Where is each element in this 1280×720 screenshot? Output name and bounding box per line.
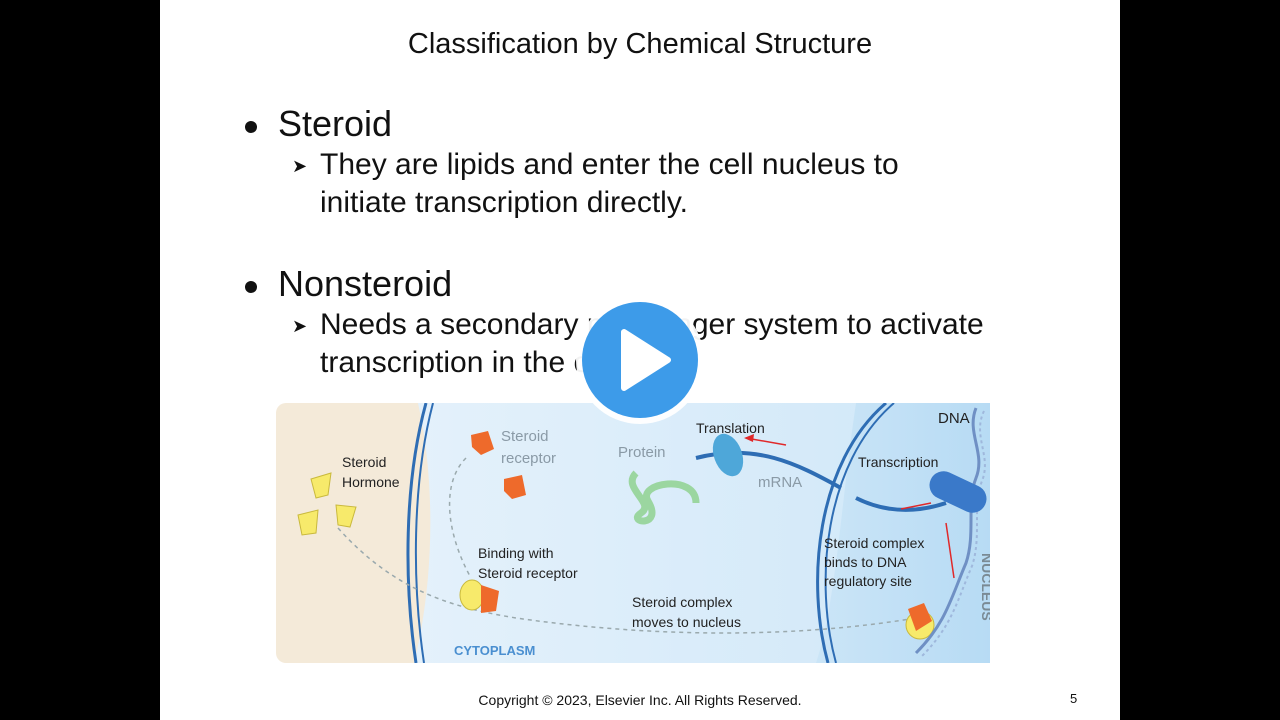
label-binding: Steroid receptor [478, 565, 578, 581]
steroid-receptor-shape [504, 475, 526, 499]
label-nucleus: NUCLEUS [979, 553, 990, 621]
label-cytoplasm: CYTOPLASM [454, 643, 535, 658]
page-number: 5 [1070, 691, 1078, 706]
bullet-heading-nonsteroid: Nonsteroid [278, 263, 453, 304]
slide-title: Classification by Chemical Structure [407, 28, 873, 60]
label-binds-dna: regulatory site [824, 573, 912, 589]
arrow-bullet-icon: ➤ [292, 316, 308, 336]
label-binds-dna: Steroid complex [824, 535, 924, 551]
label-steroid-hormone: Steroid [342, 454, 386, 470]
label-transcription: Transcription [858, 454, 938, 470]
label-moves-to-nucleus: Steroid complex [632, 594, 732, 610]
ribosome-shape [712, 433, 744, 477]
steroid-complex-shape [908, 603, 932, 631]
steroid-complex-shape [481, 585, 499, 613]
label-binds-dna: binds to DNA [824, 554, 907, 570]
bullet-text-steroid-line-2: initiate transcription directly. [320, 186, 688, 219]
bullet-text-steroid-line-1: They are lipids and enter the cell nucle… [320, 148, 899, 181]
slide: Classification by Chemical Structure Ste… [160, 0, 1120, 720]
steroid-hormone-shape [297, 509, 319, 536]
steroid-receptor-shape [471, 431, 494, 455]
steroid-hormone-diagram: Steroid Hormone Steroid receptor Protein… [276, 403, 990, 663]
rna-polymerase-shape [929, 471, 987, 513]
bullet-text-nonsteroid-line-2: transcription in the cell. [320, 346, 627, 379]
bullet-dot-icon [245, 121, 257, 133]
label-mrna: mRNA [758, 474, 802, 491]
label-moves-to-nucleus: moves to nucleus [632, 614, 741, 630]
label-protein: Protein [618, 444, 666, 461]
steroid-complex-shape [459, 579, 485, 611]
protein-chain [628, 470, 700, 525]
arrow-bullet-icon: ➤ [292, 156, 308, 176]
play-icon [621, 329, 671, 391]
bullet-heading-steroid: Steroid [278, 103, 393, 144]
play-button[interactable] [572, 292, 708, 428]
label-translation: Translation [696, 420, 765, 436]
cell-membrane [406, 403, 428, 663]
steroid-hormone-shape [310, 472, 332, 499]
nuclear-membrane [816, 403, 887, 663]
copyright-footer: Copyright © 2023, Elsevier Inc. All Righ… [478, 692, 802, 708]
dna-helix [914, 407, 981, 655]
label-dna: DNA [938, 410, 970, 427]
bullet-dot-icon [245, 281, 257, 293]
label-steroid-receptor: Steroid [501, 428, 549, 445]
steroid-hormone-shape [335, 504, 357, 528]
label-binding: Binding with [478, 545, 554, 561]
label-steroid-receptor: receptor [501, 450, 556, 467]
label-steroid-hormone: Hormone [342, 474, 400, 490]
